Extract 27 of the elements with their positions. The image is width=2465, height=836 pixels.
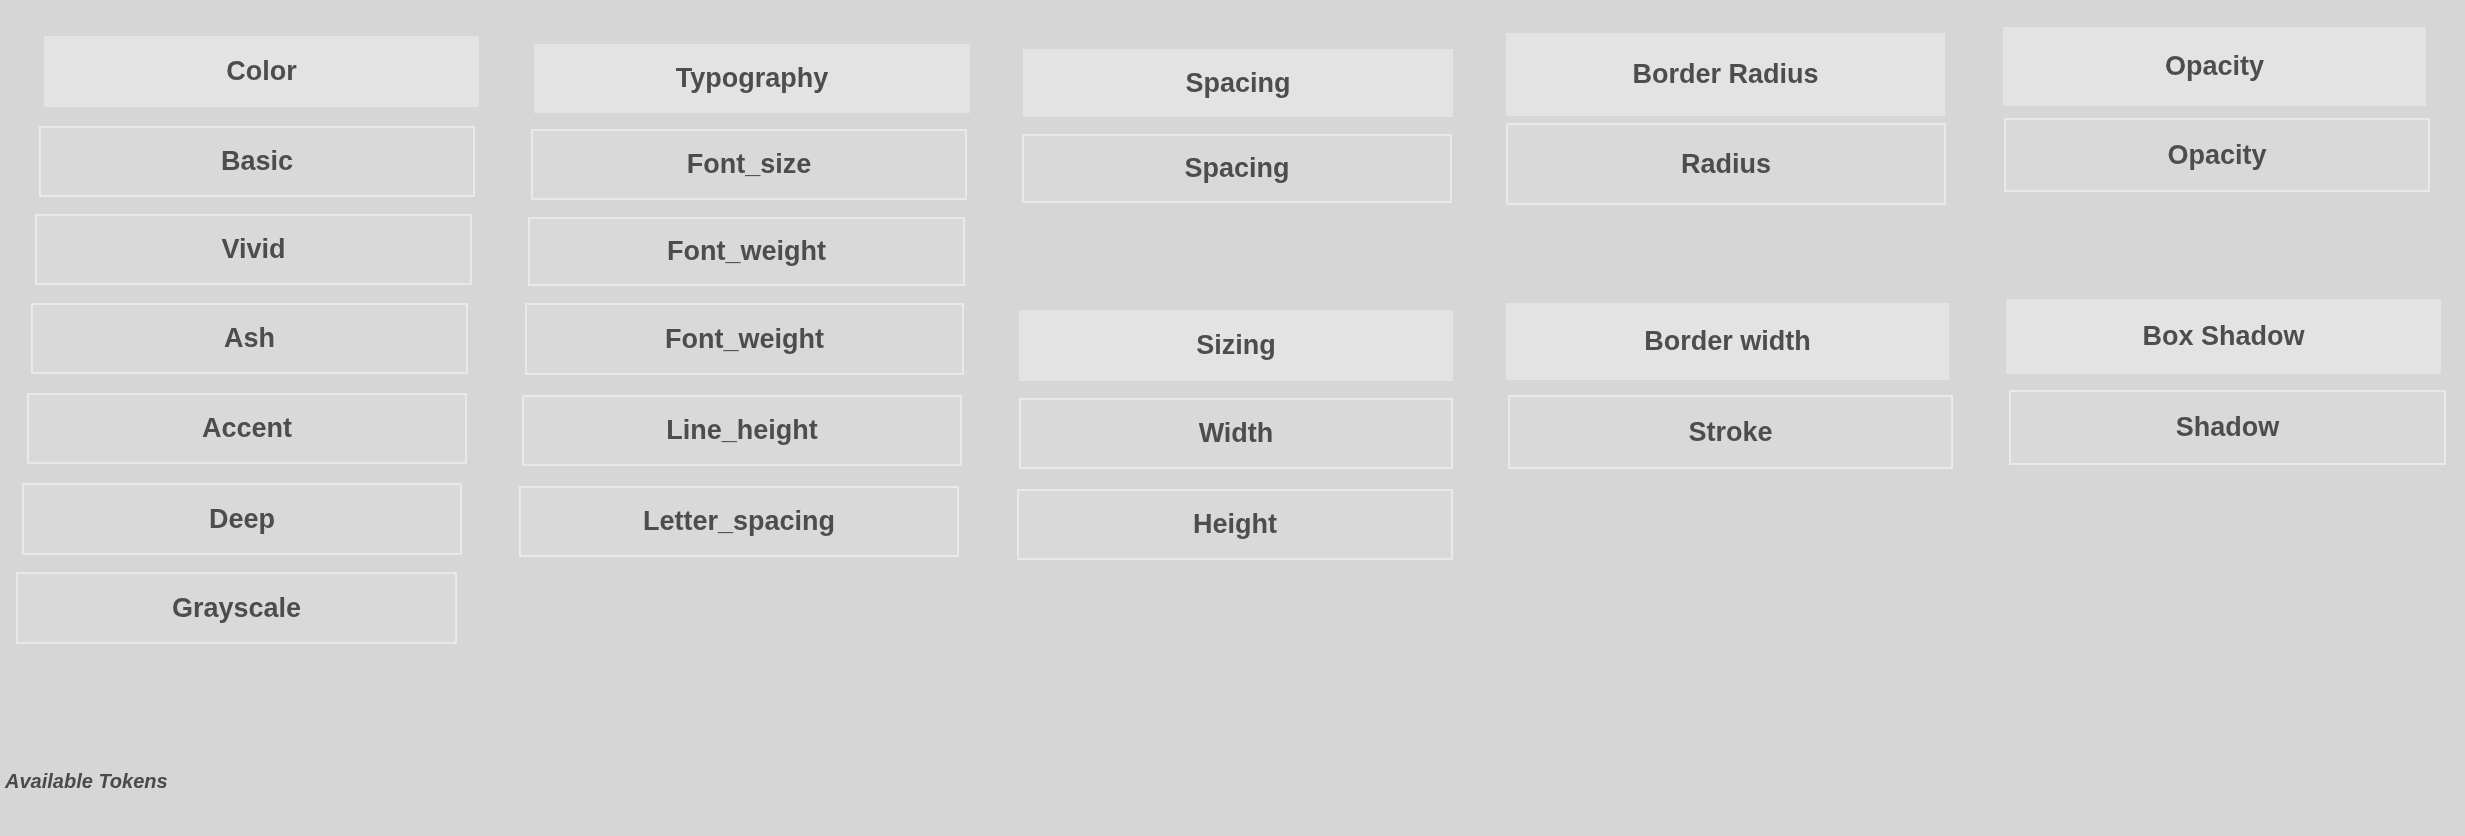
category-header: Box Shadow — [2006, 299, 2441, 374]
token-tile: Height — [1017, 489, 1453, 560]
category-header: Border Radius — [1506, 33, 1945, 116]
category-header: Typography — [534, 44, 970, 113]
category-header: Opacity — [2003, 27, 2426, 106]
token-tile: Spacing — [1022, 134, 1452, 203]
token-tile: Stroke — [1508, 395, 1953, 469]
category-header: Color — [44, 36, 479, 107]
token-tile: Deep — [22, 483, 462, 555]
token-tile: Font_size — [531, 129, 967, 200]
caption-text: Available Tokens — [5, 770, 168, 793]
token-tile: Basic — [39, 126, 475, 197]
token-tile: Ash — [31, 303, 468, 374]
token-tile: Font_weight — [525, 303, 964, 375]
token-tile: Line_height — [522, 395, 962, 466]
category-header: Border width — [1506, 303, 1949, 380]
token-tile: Width — [1019, 398, 1453, 469]
token-tile: Grayscale — [16, 572, 457, 644]
token-tile: Shadow — [2009, 390, 2446, 465]
token-tile: Accent — [27, 393, 467, 464]
category-header: Sizing — [1019, 310, 1453, 381]
token-tile: Radius — [1506, 123, 1946, 205]
token-tile: Letter_spacing — [519, 486, 959, 557]
token-tile: Vivid — [35, 214, 472, 285]
token-tile: Opacity — [2004, 118, 2430, 192]
token-tile: Font_weight — [528, 217, 965, 286]
category-header: Spacing — [1023, 49, 1453, 117]
